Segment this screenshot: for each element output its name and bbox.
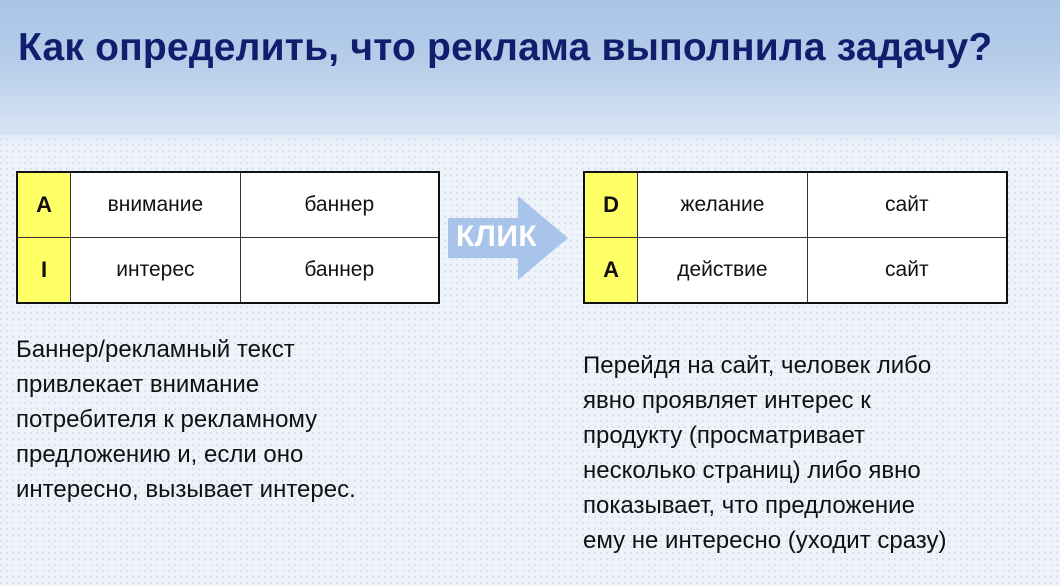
aida-table-site: D желание сайт A действие сайт <box>583 171 1008 304</box>
stage-name-cell: действие <box>637 237 808 304</box>
stage-letter-cell: A <box>583 237 639 304</box>
right-arrow-icon <box>448 196 568 280</box>
site-description: Перейдя на сайт, человек либо явно проявл… <box>583 348 1043 558</box>
table-row: A действие сайт <box>583 237 1008 304</box>
stage-name-cell: желание <box>637 171 808 238</box>
table-row: D желание сайт <box>583 171 1008 238</box>
text-line: интересно, вызывает интерес. <box>16 476 356 503</box>
text-line: явно проявляет интерес к <box>583 387 871 414</box>
text-line: Перейдя на сайт, человек либо <box>583 352 932 379</box>
table-row: A внимание баннер <box>16 171 440 238</box>
text-line: Баннер/рекламный текст <box>16 336 295 363</box>
channel-cell: баннер <box>239 171 440 238</box>
stage-letter-cell: I <box>16 237 72 304</box>
header-band: Как определить, что реклама выполнила за… <box>0 0 1060 149</box>
text-line: потребителя к рекламному <box>16 406 318 433</box>
text-line: показывает, что предложение <box>583 492 915 519</box>
stage-name-cell: внимание <box>70 171 241 238</box>
banner-description: Баннер/рекламный текст привлекает внимани… <box>16 332 446 507</box>
stage-name-cell: интерес <box>70 237 241 304</box>
table-row: I интерес баннер <box>16 237 440 304</box>
stage-letter-cell: D <box>583 171 639 238</box>
text-line: привлекает внимание <box>16 371 260 398</box>
text-line: продукту (просматривает <box>583 422 865 449</box>
slide-title: Как определить, что реклама выполнила за… <box>18 26 993 69</box>
click-arrow: КЛИК <box>448 196 570 280</box>
text-line: предложению и, если оно <box>16 441 304 468</box>
channel-cell: баннер <box>239 237 440 304</box>
channel-cell: сайт <box>806 171 1008 238</box>
click-arrow-label: КЛИК <box>456 220 538 253</box>
stage-letter-cell: A <box>16 171 72 238</box>
text-line: ему не интересно (уходит сразу) <box>583 527 947 554</box>
text-line: несколько страниц) либо явно <box>583 457 921 484</box>
aida-table-banner: A внимание баннер I интерес баннер <box>16 171 440 304</box>
channel-cell: сайт <box>806 237 1008 304</box>
